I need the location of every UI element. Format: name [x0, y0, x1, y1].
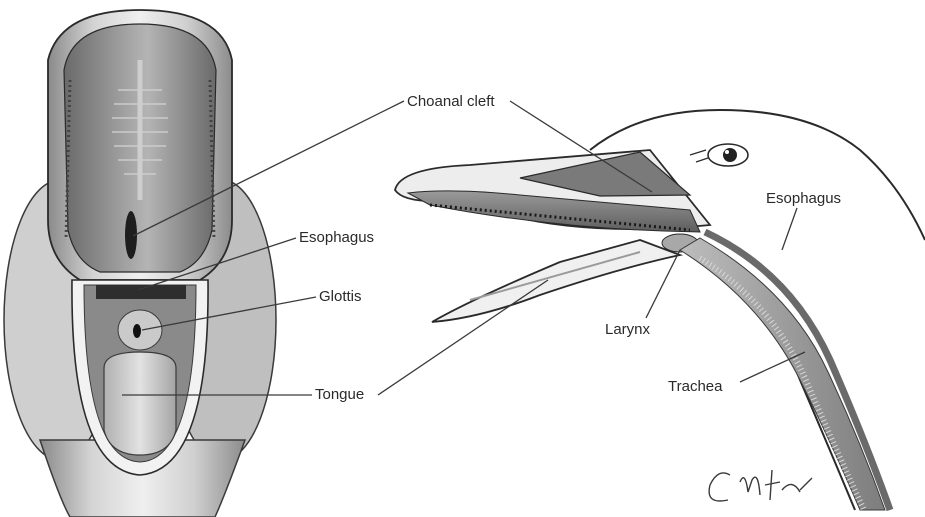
label-esophagus-left: Esophagus	[299, 229, 374, 247]
lateral-head-view	[395, 110, 925, 510]
label-choanal-cleft: Choanal cleft	[407, 93, 495, 111]
lower-beak	[432, 240, 680, 322]
label-esophagus-right: Esophagus	[766, 190, 841, 208]
lower-beak-inner	[470, 252, 640, 300]
tongue-shape	[104, 352, 176, 455]
leader-esophagus-right	[782, 208, 797, 250]
label-trachea: Trachea	[668, 378, 722, 396]
eye	[690, 144, 748, 166]
trachea-tube	[680, 238, 885, 510]
label-tongue: Tongue	[315, 386, 364, 404]
label-glottis: Glottis	[319, 288, 362, 306]
artist-signature	[709, 470, 812, 501]
glottis-slit	[133, 324, 141, 338]
open-mouth-view	[4, 10, 276, 517]
label-larynx: Larynx	[605, 321, 650, 339]
leader-tongue-right	[378, 280, 548, 395]
esophagus-band	[96, 285, 186, 299]
